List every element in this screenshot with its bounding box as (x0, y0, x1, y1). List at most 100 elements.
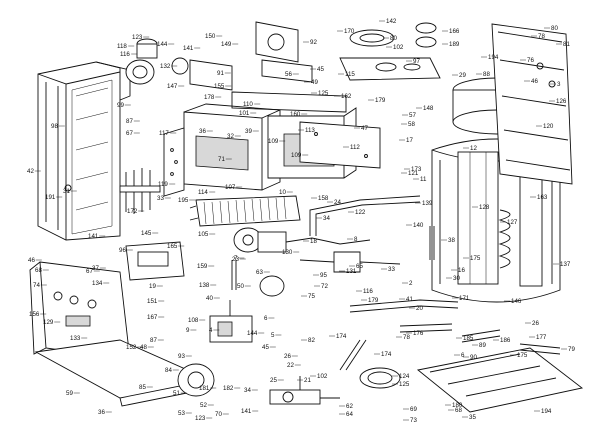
part-number-label: 88 (483, 71, 490, 78)
part-callout: 65 (349, 263, 363, 270)
part-number-label: 95 (320, 272, 327, 279)
part-number-label: 119 (158, 181, 168, 188)
part-callout: 95 (313, 272, 327, 279)
control-panel (29, 241, 185, 361)
part-number-label: 78 (538, 33, 545, 40)
part-callout: 159 (197, 263, 215, 270)
part-callout: 174 (374, 351, 392, 358)
part-callout: 124 (392, 373, 410, 380)
part-number-label: 141 (241, 408, 252, 415)
part-callout: 32 (227, 133, 241, 140)
part-callout: 34 (244, 387, 258, 394)
part-number-label: 133 (70, 335, 81, 342)
part-number-label: 101 (239, 110, 250, 117)
part-callout: 142 (379, 18, 397, 25)
part-number-label: 63 (256, 269, 263, 276)
part-callout: 149 (221, 41, 239, 48)
part-callout: 8 (347, 236, 358, 243)
part-number-label: 150 (205, 33, 216, 40)
part-callout: 79 (561, 346, 575, 353)
part-callout: 34 (316, 215, 330, 222)
rear-panel-right (491, 23, 573, 185)
part-number-label: 126 (556, 98, 567, 105)
part-callout: 109 (268, 138, 286, 145)
part-number-label: 122 (355, 209, 366, 216)
part-number-label: 23 (232, 256, 239, 263)
part-number-label: 134 (92, 280, 103, 287)
part-callout: 52 (200, 402, 214, 409)
part-callout: 84 (165, 367, 179, 374)
part-callout: 191 (45, 194, 63, 201)
part-callout: 182 (223, 385, 241, 392)
part-callout: 141 (88, 233, 106, 240)
part-callout: 172 (127, 208, 145, 215)
part-number-label: 173 (411, 166, 422, 173)
part-number-label: 34 (244, 387, 251, 394)
part-callout: 67 (126, 130, 140, 137)
part-callout: 37 (92, 265, 106, 272)
part-number-label: 175 (470, 255, 481, 262)
part-number-label: 36 (98, 409, 105, 416)
part-callout: 39 (245, 128, 259, 135)
part-callout: 133 (70, 335, 88, 342)
part-callout: 98 (51, 123, 65, 130)
combustion-chamber (163, 91, 381, 197)
part-number-label: 91 (217, 70, 224, 77)
part-number-label: 110 (243, 101, 253, 108)
part-callout: 125 (311, 90, 329, 97)
part-number-label: 156 (29, 311, 40, 318)
part-callout: 170 (337, 28, 355, 35)
part-number-label: 32 (227, 133, 234, 140)
part-callout: 116 (356, 288, 373, 295)
part-callout: 50 (237, 283, 251, 290)
part-number-label: 97 (413, 58, 420, 65)
part-number-label: 191 (45, 194, 56, 201)
part-callout: 81 (556, 41, 570, 48)
part-number-label: 109 (268, 138, 279, 145)
part-number-label: 31 (63, 188, 70, 195)
part-number-label: 144 (247, 330, 258, 337)
part-number-label: 30 (453, 275, 460, 282)
part-number-label: 116 (363, 288, 373, 295)
part-callout: 9 (186, 327, 197, 334)
part-callout: 41 (399, 296, 413, 303)
part-callout: 165 (167, 243, 185, 250)
part-callout: 116 (120, 51, 138, 58)
part-callout: 128 (472, 204, 490, 211)
part-callout: 85 (139, 384, 153, 391)
part-callout: 158 (311, 195, 329, 202)
part-number-label: 58 (408, 121, 415, 128)
part-number-label: 99 (117, 102, 124, 109)
part-number-label: 121 (408, 170, 419, 177)
part-number-label: 24 (334, 199, 341, 206)
part-callout: 144 (247, 330, 265, 337)
part-number-label: 65 (356, 263, 363, 270)
part-number-label: 176 (413, 330, 424, 337)
part-callout: 45 (262, 344, 276, 351)
part-callout: 21 (297, 377, 311, 384)
part-callout: 89 (472, 342, 486, 349)
part-callout: 45 (310, 66, 324, 73)
pipework (231, 195, 561, 371)
part-number-label: 137 (560, 261, 571, 268)
part-number-label: 141 (183, 45, 194, 52)
part-callout: 75 (301, 293, 315, 300)
part-number-label: 178 (204, 94, 215, 101)
part-callout: 186 (493, 337, 511, 344)
part-number-label: 41 (406, 296, 413, 303)
part-number-label: 82 (308, 337, 315, 344)
part-callout: 148 (416, 105, 434, 112)
part-number-label: 6 (461, 352, 465, 359)
part-callout: 67 (86, 268, 100, 275)
part-callout: 64 (339, 411, 353, 418)
part-callout: 22 (287, 362, 301, 369)
part-callout: 129 (43, 319, 61, 326)
part-number-label: 26 (284, 353, 291, 360)
part-callout: 175 (463, 255, 481, 262)
part-callout: 127 (500, 219, 518, 226)
part-callout: 73 (403, 417, 417, 424)
part-number-label: 141 (88, 233, 99, 240)
part-number-label: 52 (200, 402, 207, 409)
part-number-label: 29 (459, 72, 466, 79)
part-number-label: 179 (368, 297, 379, 304)
